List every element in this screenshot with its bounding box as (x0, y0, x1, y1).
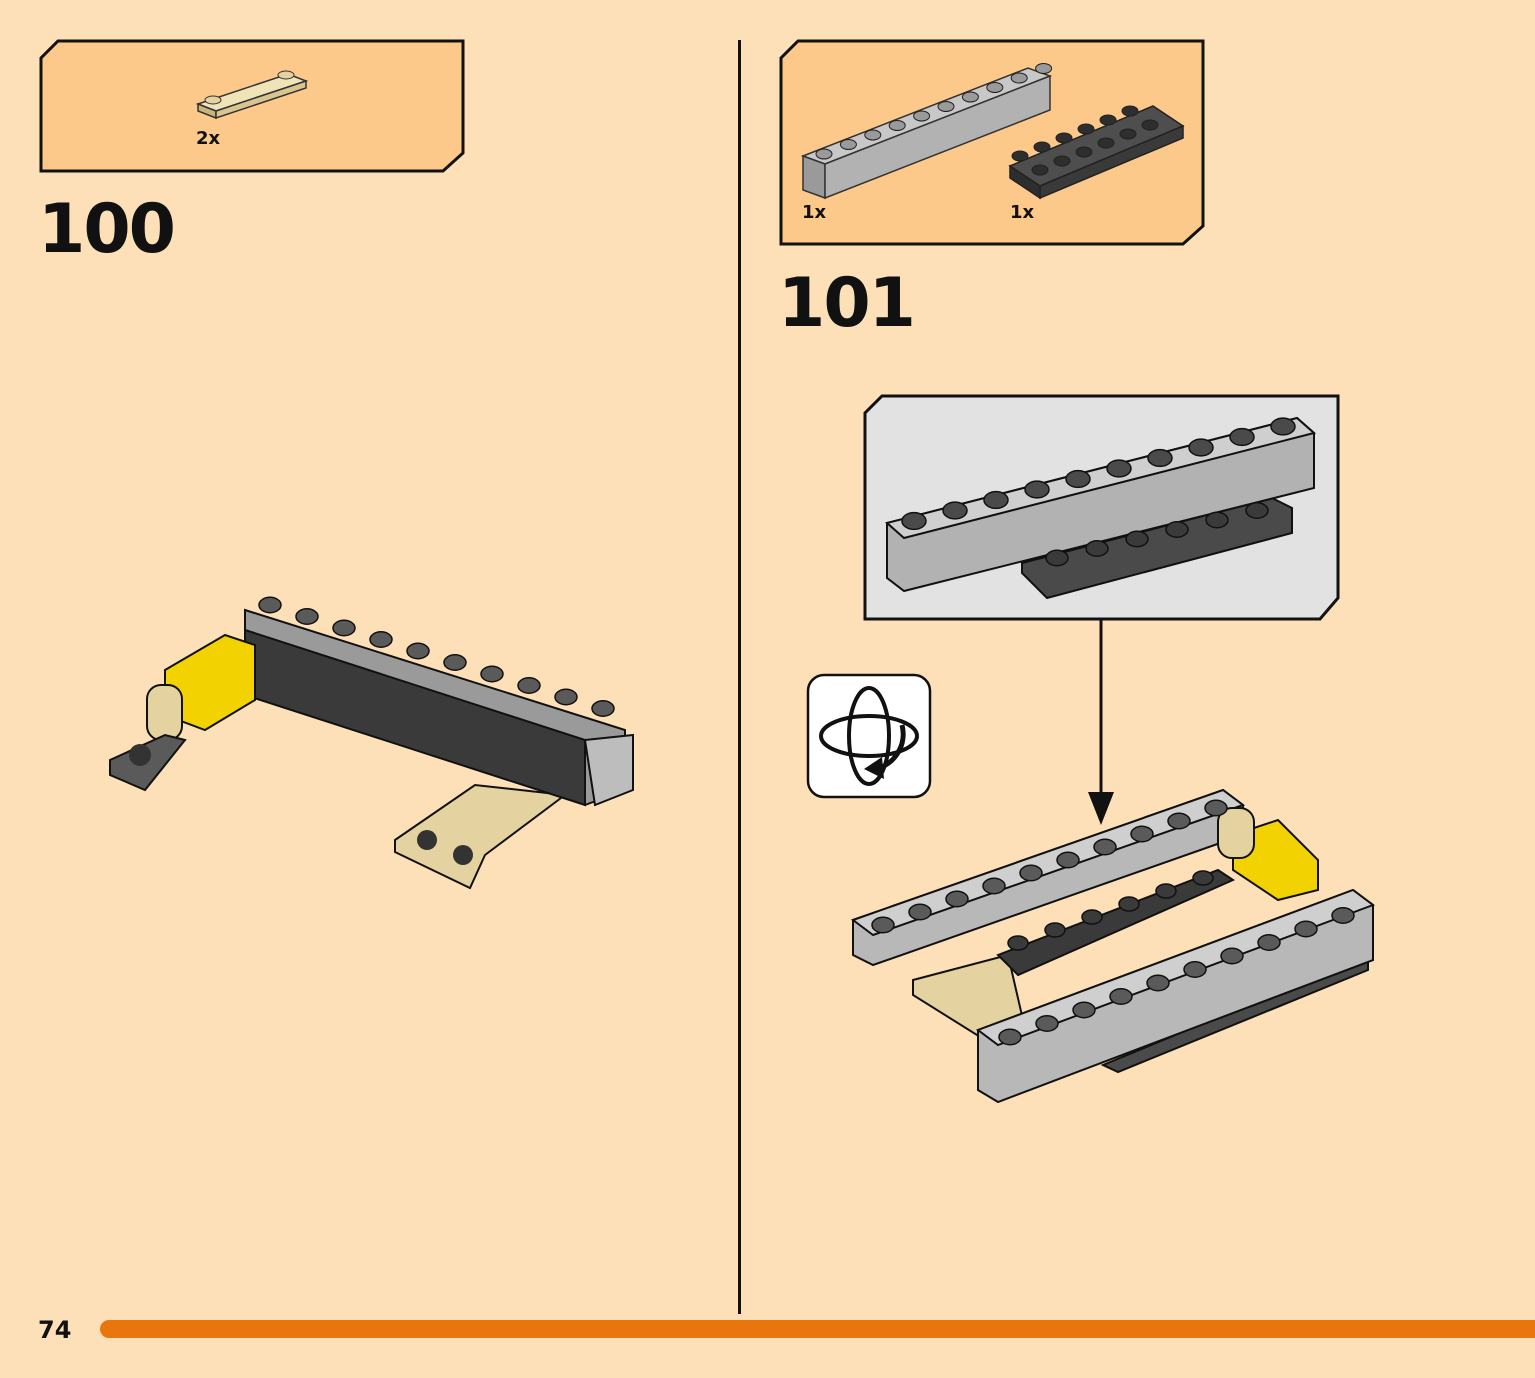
stud (1147, 448, 1173, 468)
stud (1229, 427, 1255, 447)
part-quantity: 1x (1010, 202, 1035, 223)
stud (1220, 947, 1244, 965)
stud (1044, 922, 1066, 938)
stud (986, 82, 1004, 93)
stud (1125, 530, 1149, 548)
dark-gray-plate-part (1008, 105, 1185, 200)
stud (1075, 146, 1093, 158)
stud (908, 903, 932, 921)
stud (480, 665, 504, 683)
stud (1007, 935, 1029, 951)
page-number: 74 (38, 1316, 72, 1344)
step-100-parts-callout: 2x (38, 38, 466, 174)
parts-box-frame (779, 39, 1205, 246)
stud (1077, 123, 1095, 135)
stud (1155, 883, 1177, 899)
tan-plate-part (195, 70, 309, 120)
stud (1205, 511, 1229, 529)
stud (1294, 920, 1318, 938)
step-101-studs (871, 799, 1355, 1046)
stud (942, 501, 968, 520)
subassembly-callout (863, 394, 1340, 621)
stud (1035, 1015, 1059, 1032)
stud (1072, 1001, 1096, 1019)
stud (1106, 459, 1132, 478)
stud (1011, 150, 1029, 162)
stud (1093, 838, 1117, 856)
stud (1033, 141, 1051, 153)
stud (1035, 63, 1053, 74)
stud (983, 490, 1009, 510)
step-number: 101 (778, 264, 916, 343)
step-100-model (109, 608, 634, 890)
stud (998, 1028, 1022, 1046)
stud (1270, 417, 1296, 436)
stud (258, 596, 282, 614)
stud (1031, 164, 1049, 176)
stud (554, 688, 578, 706)
part-quantity: 2x (196, 128, 221, 149)
step-100-studs (258, 596, 615, 717)
stud (937, 101, 955, 112)
stud (982, 877, 1006, 895)
step-number: 100 (38, 190, 176, 269)
stud (888, 120, 906, 131)
stud (1024, 480, 1050, 499)
stud (1099, 114, 1117, 126)
stud (1165, 521, 1189, 538)
stud (815, 148, 833, 160)
stud (839, 139, 857, 150)
stud (1097, 137, 1115, 149)
stud (591, 700, 615, 717)
stud (1081, 909, 1103, 925)
parts-box-frame (39, 39, 465, 173)
stud (295, 608, 319, 625)
stud (1130, 825, 1154, 843)
stud (1331, 907, 1355, 924)
stud (1204, 799, 1228, 817)
stud (871, 916, 895, 934)
stud (332, 619, 356, 637)
part-quantity: 1x (802, 202, 827, 223)
stud (1118, 896, 1140, 912)
callout-studs (901, 417, 1296, 567)
rotate-model-icon (806, 673, 932, 799)
down-arrow-icon (1088, 620, 1114, 825)
stud (1245, 502, 1269, 519)
stud (945, 890, 969, 908)
stud (913, 110, 931, 122)
stud (1019, 864, 1043, 882)
stud (1055, 132, 1073, 144)
stud (1065, 469, 1091, 489)
progress-bar (100, 1320, 1535, 1338)
stud (1167, 812, 1191, 830)
step-divider (738, 40, 741, 1314)
stud (443, 654, 467, 671)
stud (1053, 155, 1071, 167)
stud (1010, 72, 1028, 84)
stud (864, 129, 882, 141)
step-101-parts-callout: 1x 1x (778, 38, 1206, 248)
stud (1085, 540, 1109, 557)
stud (1192, 870, 1214, 886)
stud (901, 511, 927, 531)
stud (406, 642, 430, 660)
stud (1183, 961, 1207, 978)
stud (369, 631, 393, 648)
stud (1141, 119, 1159, 131)
stud (1045, 549, 1069, 567)
stud (1146, 974, 1170, 992)
stud (1121, 105, 1139, 117)
stud (1056, 851, 1080, 869)
stud (1257, 934, 1281, 951)
stud (1119, 128, 1137, 140)
stud (961, 91, 979, 103)
stud (1188, 438, 1214, 457)
stud (517, 677, 541, 694)
stud (1109, 988, 1133, 1005)
